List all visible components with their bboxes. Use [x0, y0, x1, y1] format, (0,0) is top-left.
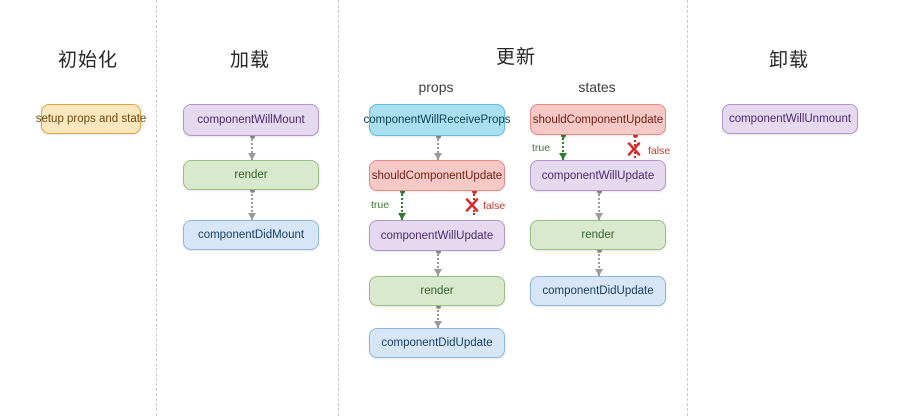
edge-arrow-e-props-2 — [433, 269, 442, 276]
edge-e-states-2 — [598, 250, 600, 276]
edge-arrow-e-props-true — [397, 213, 406, 220]
column-divider-3 — [687, 0, 688, 416]
edge-e-mount-1 — [251, 136, 253, 160]
phase-title-unmount: 卸载 — [768, 49, 809, 71]
edge-dot-e-props-false — [471, 188, 477, 194]
node-label: componentWillUnmount — [728, 113, 852, 125]
edge-e-states-true — [562, 135, 564, 160]
node-mount-render[interactable]: render — [183, 160, 319, 190]
node-unmount-will-unmount[interactable]: componentWillUnmount — [722, 104, 858, 134]
edge-dot-e-states-1 — [596, 188, 602, 194]
edge-arrow-e-props-1 — [433, 153, 442, 160]
edge-arrow-e-props-3 — [433, 321, 442, 328]
node-label: render — [581, 229, 615, 241]
edge-arrow-e-states-2 — [594, 269, 603, 276]
edge-e-props-true — [401, 191, 403, 220]
phase-title-init: 初始化 — [57, 49, 118, 71]
branch-label-false-states-branch: false — [648, 145, 671, 157]
branch-label-true-props-branch: true — [371, 199, 390, 211]
node-states-did-update[interactable]: componentDidUpdate — [530, 276, 666, 306]
node-label: shouldComponentUpdate — [371, 169, 503, 182]
node-mount-will-mount[interactable]: componentWillMount — [183, 104, 319, 136]
edge-dot-e-states-true — [560, 132, 566, 138]
column-divider-2 — [338, 0, 339, 416]
edge-dot-e-states-false — [632, 132, 638, 138]
edge-arrow-e-mount-2 — [247, 213, 256, 220]
node-props-did-update[interactable]: componentDidUpdate — [369, 328, 505, 358]
node-setup[interactable]: setup props and state — [36, 104, 146, 134]
node-label: componentWillUpdate — [380, 229, 494, 242]
node-label: componentDidUpdate — [381, 337, 493, 349]
edge-dot-e-props-1 — [435, 133, 441, 139]
red-x-icon-states-branch — [626, 141, 642, 157]
node-label: setup props and state — [35, 113, 147, 125]
node-label: render — [234, 169, 268, 181]
phase-title-mount: 加载 — [229, 49, 270, 71]
node-label: componentDidUpdate — [542, 285, 654, 297]
node-label: componentWillUpdate — [541, 169, 655, 182]
phase-title-update: 更新 — [495, 46, 536, 68]
node-label: render — [420, 285, 454, 297]
node-states-should-update[interactable]: shouldComponentUpdate — [530, 104, 666, 135]
edge-arrow-e-mount-1 — [247, 153, 256, 160]
node-props-should-update[interactable]: shouldComponentUpdate — [369, 160, 505, 191]
edge-arrow-e-states-1 — [594, 213, 603, 220]
edge-e-props-1 — [437, 136, 439, 160]
node-props-will-update[interactable]: componentWillUpdate — [369, 220, 505, 251]
edge-dot-e-states-2 — [596, 247, 602, 253]
edge-e-states-1 — [598, 191, 600, 220]
node-label: componentWillMount — [197, 114, 305, 126]
node-props-will-receive[interactable]: componentWillReceiveProps — [364, 104, 511, 136]
node-label: componentDidMount — [197, 229, 305, 241]
edge-dot-e-mount-1 — [249, 133, 255, 139]
node-label: shouldComponentUpdate — [532, 113, 664, 126]
subtitle-props: props — [418, 79, 454, 95]
node-states-will-update[interactable]: componentWillUpdate — [530, 160, 666, 191]
edge-dot-e-props-2 — [435, 248, 441, 254]
edge-dot-e-mount-2 — [249, 187, 255, 193]
edge-dot-e-props-3 — [435, 303, 441, 309]
subtitle-states: states — [578, 79, 616, 95]
branch-label-true-states-branch: true — [532, 142, 551, 154]
edge-dot-e-props-true — [399, 188, 405, 194]
edge-e-mount-2 — [251, 190, 253, 220]
node-label: componentWillReceiveProps — [363, 114, 511, 126]
red-x-icon-props-branch — [464, 197, 480, 213]
edge-e-props-2 — [437, 251, 439, 276]
node-props-render[interactable]: render — [369, 276, 505, 306]
edge-arrow-e-states-true — [558, 153, 567, 160]
node-states-render[interactable]: render — [530, 220, 666, 250]
column-divider-1 — [156, 0, 157, 416]
branch-label-false-props-branch: false — [483, 200, 506, 212]
node-mount-did-mount[interactable]: componentDidMount — [183, 220, 319, 250]
edge-e-props-3 — [437, 306, 439, 328]
